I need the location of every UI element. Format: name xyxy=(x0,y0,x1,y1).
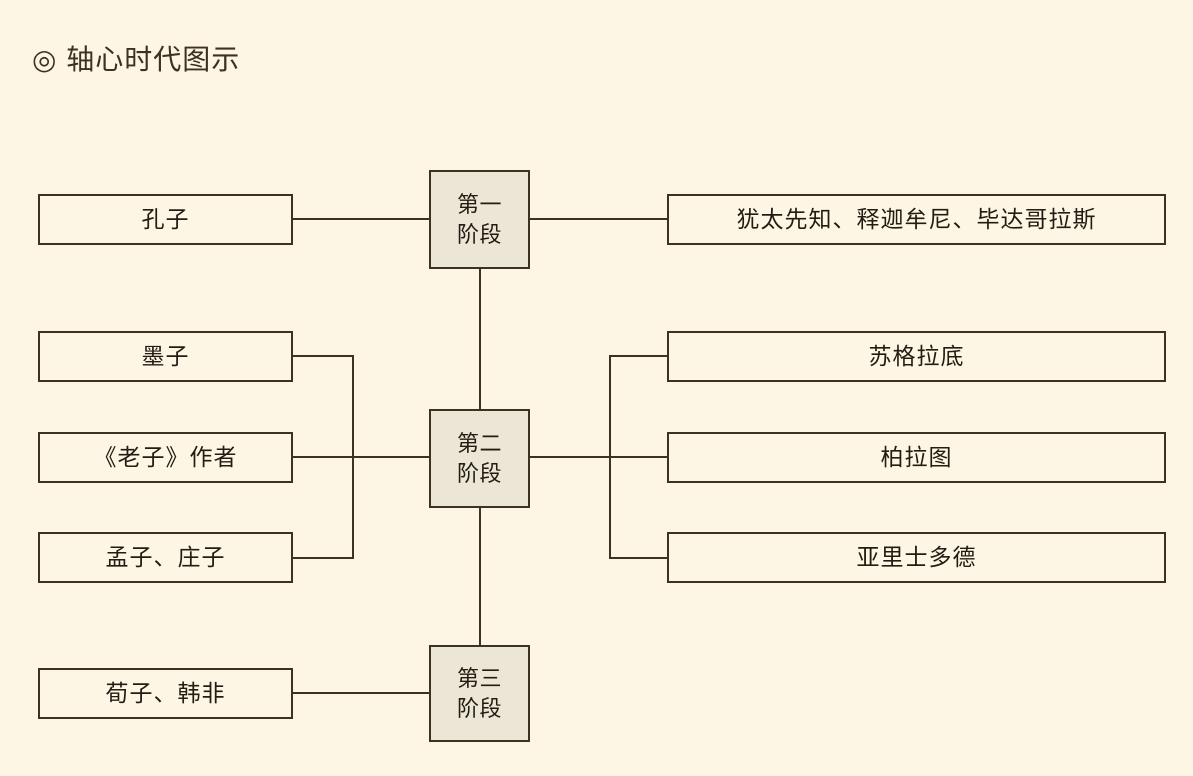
node-stage-2: 第二 阶段 xyxy=(429,409,530,508)
node-left-4: 孟子、庄子 xyxy=(38,532,293,583)
node-right-3: 柏拉图 xyxy=(667,432,1166,483)
node-left-2-label: 墨子 xyxy=(141,343,190,370)
node-stage-3: 第三 阶段 xyxy=(429,645,530,742)
edge-right4-stub xyxy=(609,557,667,559)
page-title: ◎ 轴心时代图示 xyxy=(32,44,241,75)
edge-left4-stub xyxy=(293,557,354,559)
node-right-1-label: 犹太先知、释迦牟尼、毕达哥拉斯 xyxy=(736,206,1097,233)
edge-stage1-to-stage2 xyxy=(479,269,481,409)
edge-right2-stub xyxy=(609,355,667,357)
node-left-5-label: 荀子、韩非 xyxy=(105,680,226,707)
node-stage-2-line2: 阶段 xyxy=(456,460,502,486)
node-left-2: 墨子 xyxy=(38,331,293,382)
node-right-1: 犹太先知、释迦牟尼、毕达哥拉斯 xyxy=(667,194,1166,245)
node-stage-1-line2: 阶段 xyxy=(456,221,502,247)
edge-left5-to-stage3 xyxy=(293,692,429,694)
node-left-3-label: 《老子》作者 xyxy=(93,444,238,471)
node-right-2: 苏格拉底 xyxy=(667,331,1166,382)
node-left-1: 孔子 xyxy=(38,194,293,245)
edge-right3-stub xyxy=(609,456,667,458)
node-stage-3-line1: 第三 xyxy=(456,665,502,691)
node-stage-3-line2: 阶段 xyxy=(456,695,502,721)
edge-left1-to-stage1 xyxy=(293,218,429,220)
node-stage-2-line1: 第二 xyxy=(456,430,502,456)
edge-left-bracket-to-stage2 xyxy=(352,456,429,458)
node-right-3-label: 柏拉图 xyxy=(880,444,953,471)
node-right-4: 亚里士多德 xyxy=(667,532,1166,583)
edge-stage1-to-right1 xyxy=(530,218,667,220)
node-stage-1: 第一 阶段 xyxy=(429,170,530,269)
node-left-4-label: 孟子、庄子 xyxy=(105,544,226,571)
node-left-3: 《老子》作者 xyxy=(38,432,293,483)
node-right-2-label: 苏格拉底 xyxy=(868,343,965,370)
node-stage-1-line1: 第一 xyxy=(456,191,502,217)
edge-left3-stub xyxy=(293,456,354,458)
node-left-5: 荀子、韩非 xyxy=(38,668,293,719)
node-right-4-label: 亚里士多德 xyxy=(856,544,977,571)
edge-stage2-to-stage3 xyxy=(479,508,481,646)
edge-left2-stub xyxy=(293,355,354,357)
edge-stage2-to-right-bracket xyxy=(530,456,611,458)
node-left-1-label: 孔子 xyxy=(141,206,190,233)
